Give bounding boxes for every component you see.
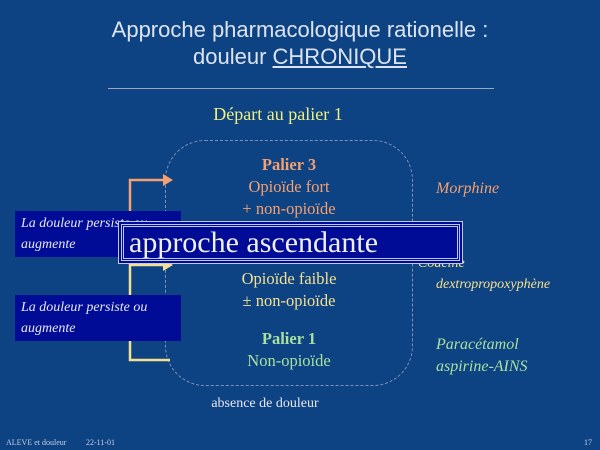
title-divider [108, 88, 494, 89]
arrow-head-icon [163, 174, 173, 186]
drug-aspirine: aspirine-AINS [436, 358, 528, 375]
note-persists-1: La douleur persiste ou augmente [15, 211, 181, 257]
page-number: 17 [584, 438, 592, 447]
palier-2-line2: ± non-opioïde [242, 291, 336, 310]
palier-3-label: Palier 3 [261, 155, 317, 174]
approach-overlay-box: approche ascendante [118, 221, 463, 264]
palier-1-label: Palier 1 [261, 329, 317, 348]
drug-dextropropoxyphene: dextropropoxyphène [436, 277, 551, 292]
palier-3-line2: + non-opioïde [242, 199, 336, 218]
footer-title: ALEVE et douleur [6, 438, 67, 447]
palier-2-line1: Opioïde faible [241, 269, 337, 288]
footer-date: 22-11-01 [86, 438, 116, 447]
palier-3-line1: Opioïde fort [248, 177, 330, 196]
end-label: absence de douleur [211, 396, 319, 411]
drug-paracetamol: Paracétamol [436, 336, 519, 353]
palier-1-line1: Non-opioïde [247, 351, 331, 370]
title-emphasis: CHRONIQUE [272, 44, 407, 69]
drug-morphine: Morphine [436, 180, 500, 197]
start-label: Départ au palier 1 [213, 104, 343, 124]
note-persists-2: La douleur persiste ou augmente [15, 295, 181, 341]
slide-title: Approche pharmacologique rationelle : do… [111, 17, 489, 69]
